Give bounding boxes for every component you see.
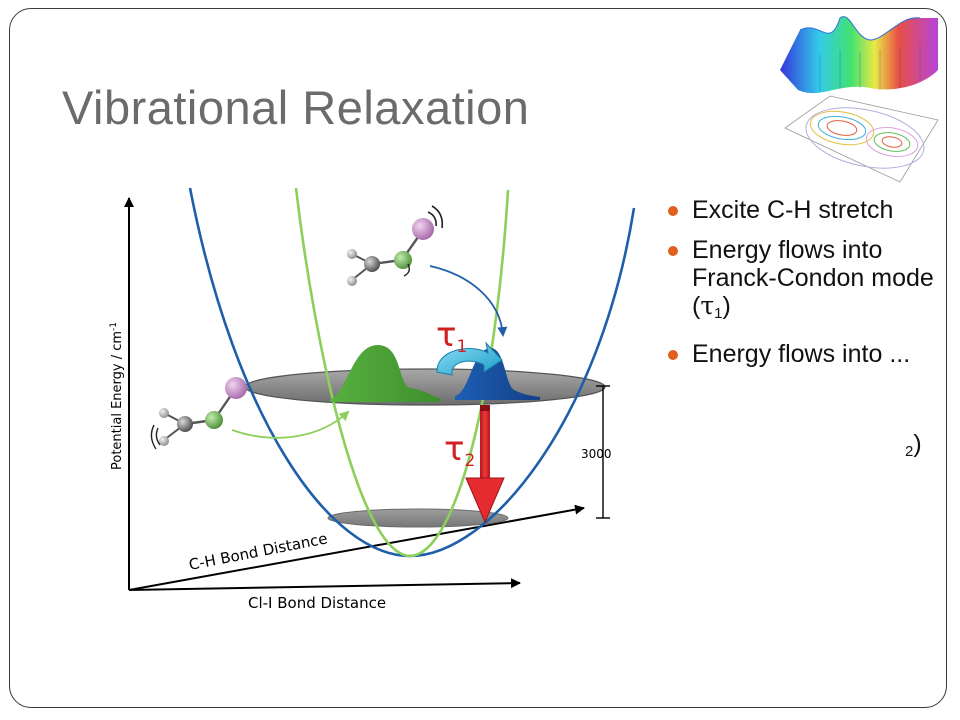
bullet-text: Energy flows into Franck-Condon mode (	[692, 236, 934, 320]
cyan-transfer-arrow	[436, 341, 503, 376]
z-axis	[128, 504, 585, 591]
green-wavepacket	[330, 345, 440, 402]
potential-surface-thumbnail-icon	[780, 16, 939, 183]
ground-molecule-icon	[150, 377, 247, 450]
bullet-list: Excite C-H stretch Energy flows into Fra…	[668, 196, 958, 458]
tau2-red-arrow	[465, 405, 505, 524]
y-axis-label: Potential Energy / cm-1	[109, 322, 125, 470]
bullet-close-paren: )	[722, 292, 731, 320]
x-axis-label: Cl-I Bond Distance	[248, 594, 386, 612]
slide-title: Vibrational Relaxation	[62, 81, 530, 134]
tau-subscript: 1	[714, 305, 723, 322]
tau-symbol: τ	[700, 291, 715, 320]
bullet-overflow: 2)	[905, 430, 922, 460]
tau1-path-arrow	[429, 265, 508, 337]
x-axis	[128, 578, 521, 591]
overflow-close-paren: )	[913, 430, 922, 458]
bullet-text: Energy flows into ...	[692, 340, 911, 368]
overflow-subscript: 2	[905, 443, 914, 460]
tau1-label: τ1	[436, 315, 467, 357]
bullet-item: Energy flows into ...	[668, 340, 958, 368]
bullet-item: Energy flows into Franck-Condon mode (τ1…	[668, 236, 958, 328]
bullet-text: Excite C-H stretch	[692, 196, 894, 224]
energy-gap-label: 3000	[581, 447, 612, 461]
excitation-path-arrow	[231, 410, 350, 439]
excited-molecule-icon	[347, 205, 444, 286]
bullet-item: Excite C-H stretch	[668, 196, 958, 224]
tau2-label: τ2	[444, 429, 475, 471]
energy-gap-bracket	[596, 385, 610, 519]
